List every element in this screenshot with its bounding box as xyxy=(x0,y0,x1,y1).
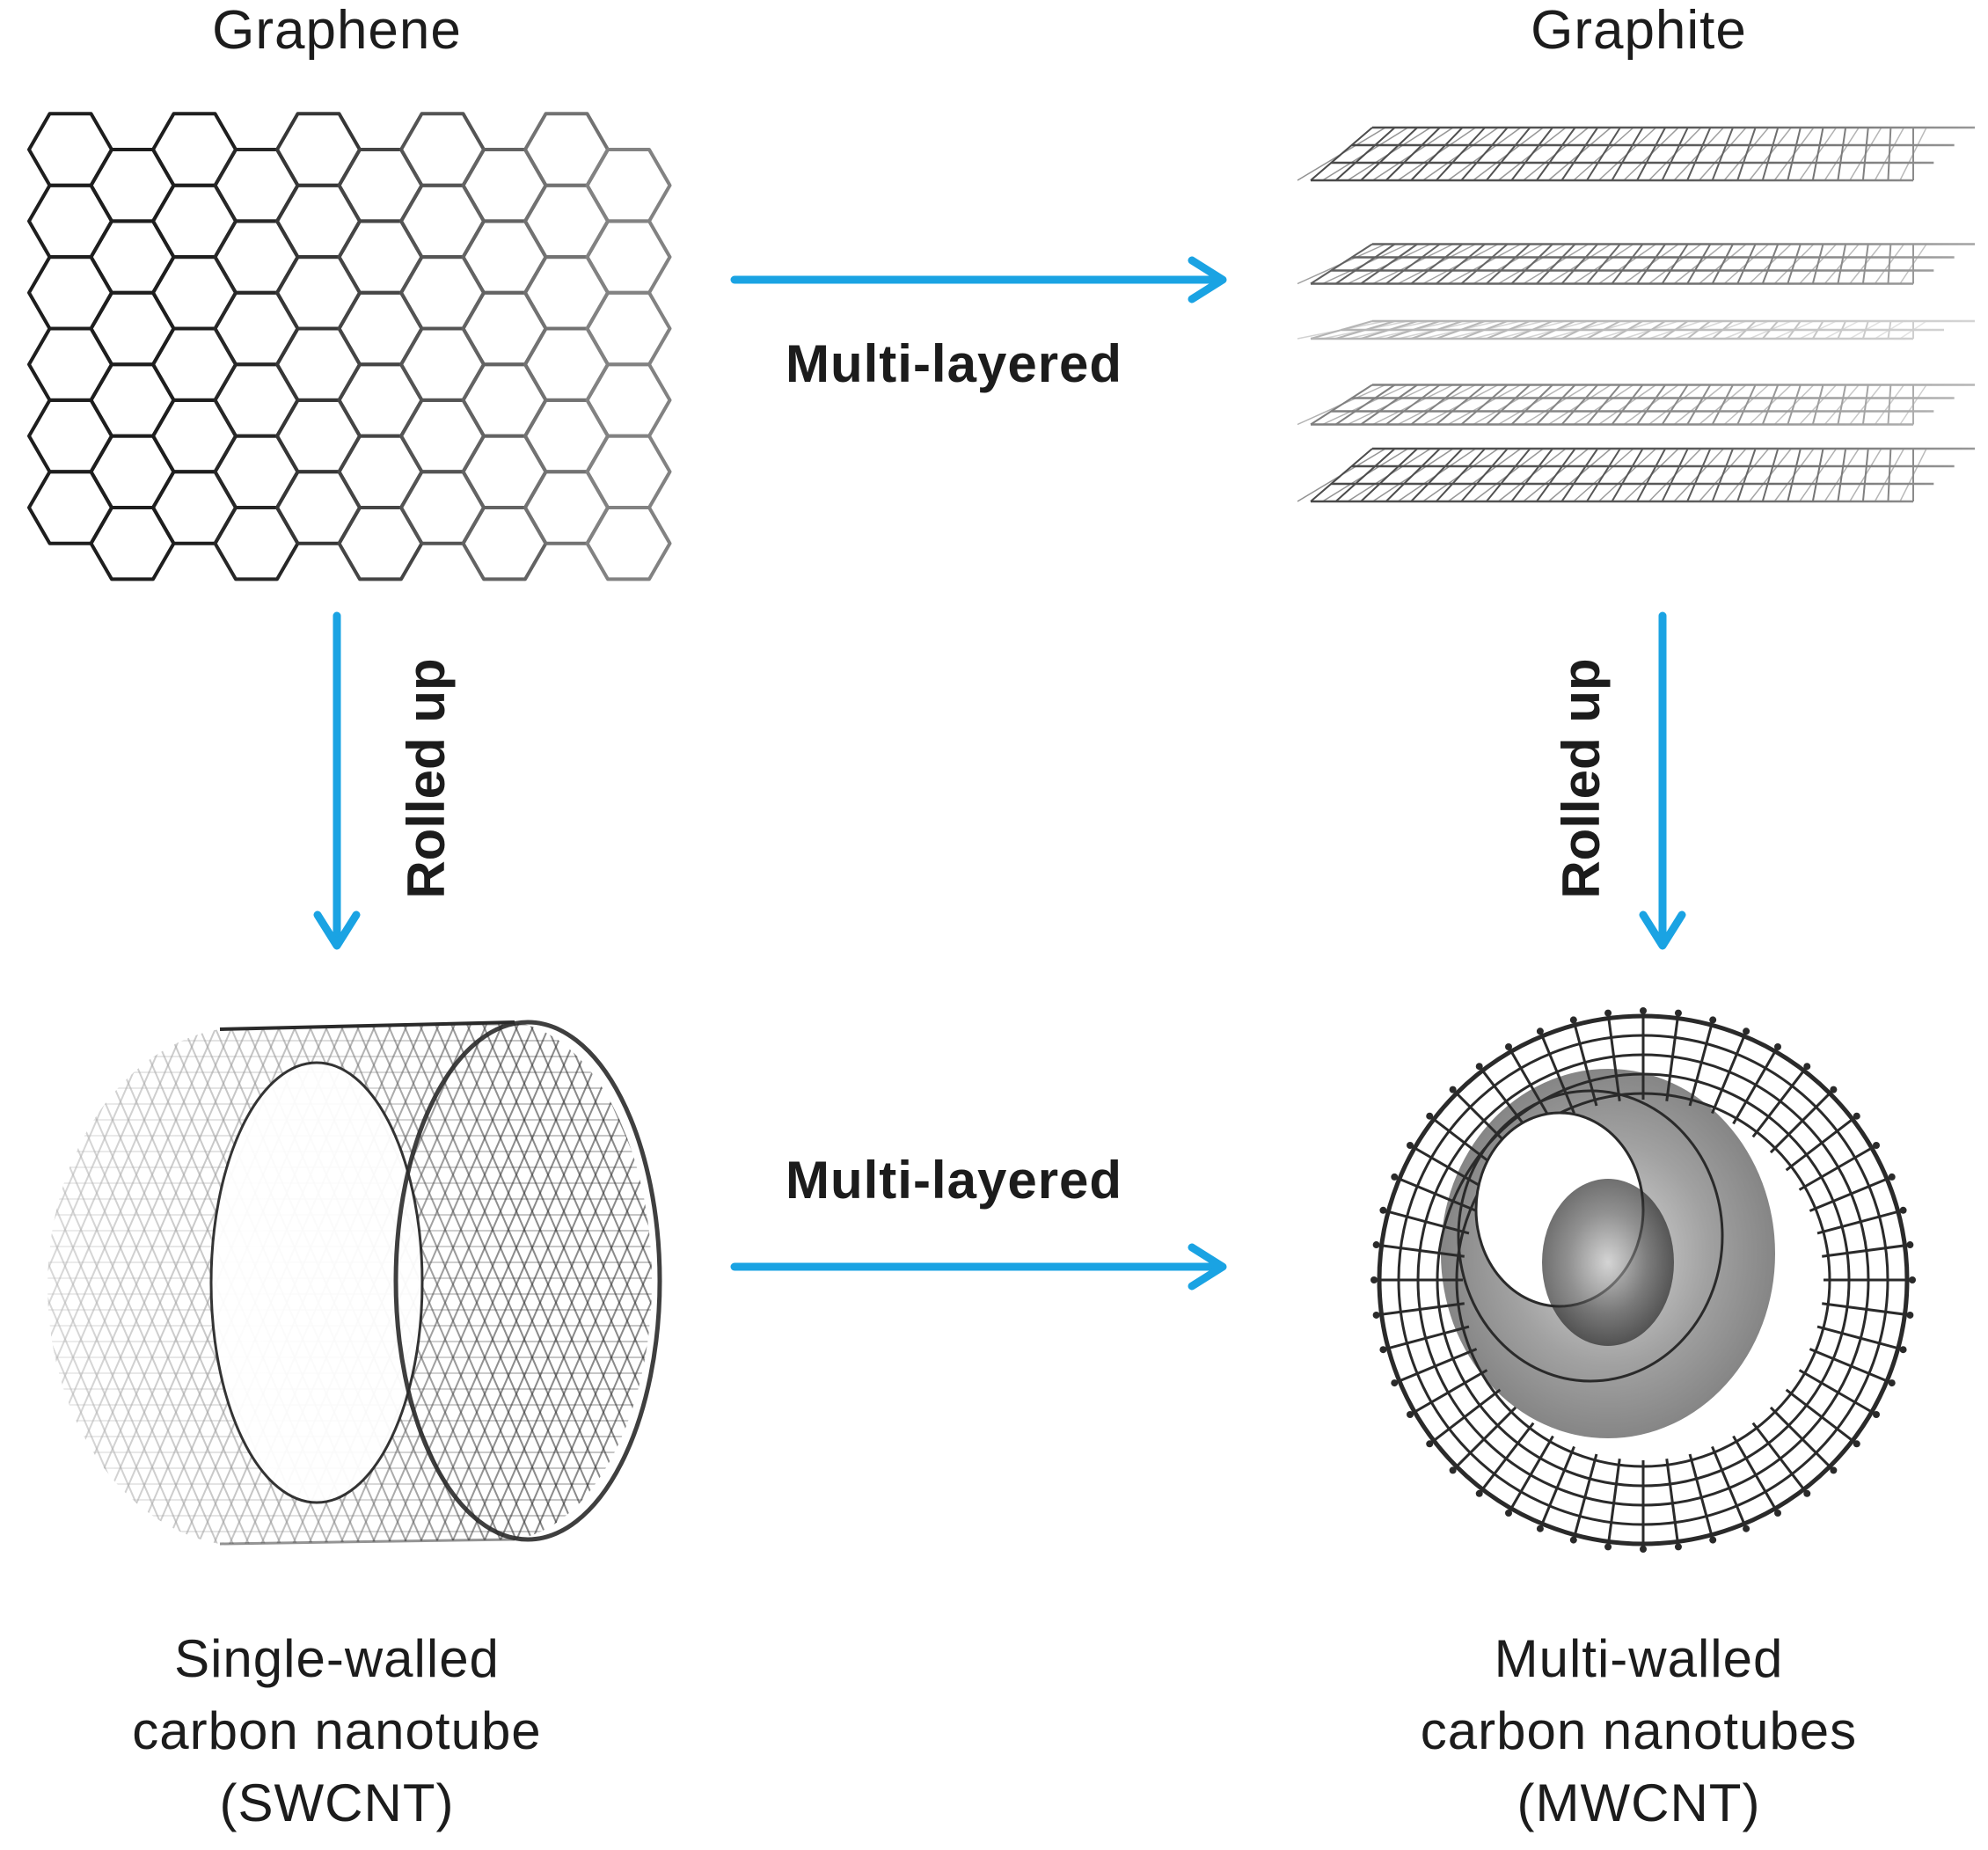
swcnt-rim xyxy=(393,1020,662,1542)
graphene-hexagon xyxy=(399,183,486,260)
graphene-hexagon xyxy=(585,148,672,223)
graphene-hexagon xyxy=(27,183,113,260)
graphite-layers xyxy=(1297,88,1988,545)
mwcnt-innermost-tube xyxy=(1542,1179,1674,1346)
rolled-up-label-right: Rolled up xyxy=(1552,658,1611,899)
graphene-hexagon xyxy=(461,290,548,367)
arrow-graphene-to-swcnt xyxy=(313,611,361,950)
graphene-hexagon xyxy=(213,219,300,295)
graphene-hexagon xyxy=(151,183,238,260)
swcnt-caption-line-1: Single-walled xyxy=(174,1629,500,1688)
graphene-hexagon xyxy=(27,112,113,187)
graphene-hexagon xyxy=(27,470,113,545)
graphene-hexagon xyxy=(399,255,486,331)
graphene-hexagon xyxy=(399,398,486,474)
graphene-hexagon xyxy=(337,148,424,223)
graphene-hexagon xyxy=(89,362,176,438)
graphene-hexagon xyxy=(151,326,238,402)
mwcnt-caption-line-3: (MWCNT) xyxy=(1517,1773,1761,1832)
graphene-hexagon xyxy=(399,470,486,545)
graphene-hexagon xyxy=(213,506,300,581)
arrow-graphene-to-graphite xyxy=(730,256,1227,303)
graphene-hexagon xyxy=(275,326,362,402)
graphene-hexagon xyxy=(89,434,176,509)
swcnt-caption: Single-walled carbon nanotube (SWCNT) xyxy=(20,1623,654,1839)
graphene-hexagon xyxy=(213,148,300,223)
mwcnt-wall xyxy=(1397,1034,1889,1526)
mwcnt-caption-line-1: Multi-walled xyxy=(1494,1629,1784,1688)
graphene-hexagon xyxy=(523,398,610,474)
graphene-hexagon xyxy=(337,434,424,509)
graphene-hexagon xyxy=(585,219,672,295)
graphene-hexagon xyxy=(275,255,362,331)
graphene-hexagon xyxy=(461,362,548,438)
graphene-hexagon xyxy=(213,290,300,367)
swcnt-opening xyxy=(209,1061,424,1504)
graphene-hexagon xyxy=(461,148,548,223)
graphene-hexagon xyxy=(337,219,424,295)
graphene-hexagon xyxy=(275,112,362,187)
mwcnt-caption-line-2: carbon nanotubes xyxy=(1420,1701,1858,1760)
graphene-hexagon xyxy=(585,434,672,509)
graphene-hexagon xyxy=(461,506,548,581)
graphene-hexagon xyxy=(523,112,610,187)
mwcnt-wall xyxy=(1416,1053,1870,1507)
graphene-hexagon xyxy=(89,290,176,367)
mwcnt-inner-wall xyxy=(1457,1089,1724,1383)
graphene-hexagon xyxy=(275,398,362,474)
graphene-hexagon xyxy=(275,183,362,260)
graphene-hexagon xyxy=(151,255,238,331)
graphene-hexagon xyxy=(337,362,424,438)
graphene-hexagon xyxy=(523,183,610,260)
graphene-hexagon xyxy=(523,470,610,545)
graphene-hexagon xyxy=(399,326,486,402)
graphene-lattice xyxy=(27,112,672,581)
graphene-hexagon xyxy=(151,398,238,474)
rolled-up-label-left: Rolled up xyxy=(397,658,456,899)
graphene-hexagon xyxy=(27,398,113,474)
mwcnt-wall xyxy=(1455,1092,1831,1468)
graphene-hexagon xyxy=(89,219,176,295)
mwcnt-tube xyxy=(1370,1007,1916,1553)
multi-layered-label-bottom: Multi-layered xyxy=(786,1151,1123,1210)
multi-layered-label-top: Multi-layered xyxy=(786,334,1123,393)
graphite-title: Graphite xyxy=(1531,0,1747,61)
swcnt-caption-line-3: (SWCNT) xyxy=(219,1773,455,1832)
graphene-hexagon xyxy=(585,506,672,581)
graphene-hexagon xyxy=(461,219,548,295)
graphene-title: Graphene xyxy=(212,0,462,61)
graphene-hexagon xyxy=(151,112,238,187)
graphene-hexagon xyxy=(461,434,548,509)
mwcnt-wall xyxy=(1377,1013,1910,1547)
graphene-hexagon xyxy=(89,506,176,581)
graphene-hexagon xyxy=(523,326,610,402)
graphene-hexagon xyxy=(523,255,610,331)
graphene-hexagon xyxy=(27,255,113,331)
graphene-hexagon xyxy=(337,506,424,581)
graphene-hexagon xyxy=(213,434,300,509)
arrow-swcnt-to-mwcnt xyxy=(730,1243,1227,1291)
graphene-hexagon xyxy=(213,362,300,438)
swcnt-caption-line-2: carbon nanotube xyxy=(132,1701,542,1760)
swcnt-tube xyxy=(48,1020,662,1546)
graphene-hexagon xyxy=(151,470,238,545)
graphene-hexagon xyxy=(275,470,362,545)
graphene-hexagon xyxy=(585,362,672,438)
graphene-hexagon xyxy=(585,290,672,367)
graphene-hexagon xyxy=(337,290,424,367)
mwcnt-wall xyxy=(1436,1072,1851,1488)
graphene-hexagon xyxy=(27,326,113,402)
graphene-hexagon xyxy=(89,148,176,223)
graphene-hexagon xyxy=(399,112,486,187)
arrow-graphite-to-mwcnt xyxy=(1639,611,1686,950)
mwcnt-caption: Multi-walled carbon nanotubes (MWCNT) xyxy=(1322,1623,1955,1839)
